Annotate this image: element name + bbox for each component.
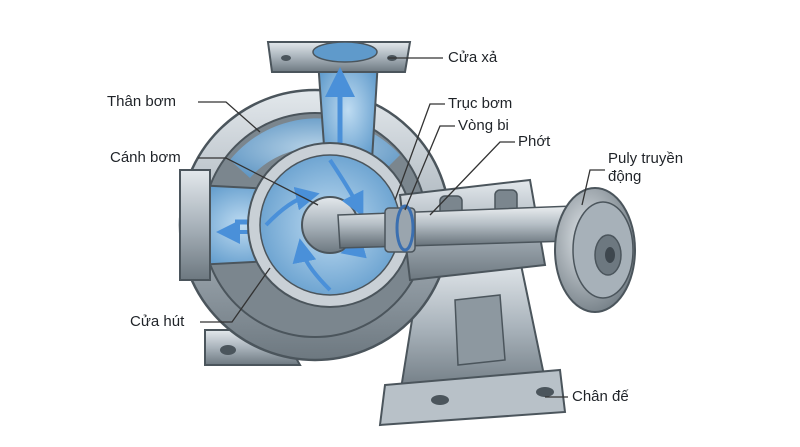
label-vong-bi: Vòng bi — [458, 117, 509, 134]
leader-phot — [429, 141, 515, 216]
label-puly: Puly truyền động — [608, 150, 728, 186]
leader-lines — [198, 57, 605, 398]
leader-truc-bom — [394, 103, 445, 201]
label-than-bom: Thân bơm — [107, 93, 177, 110]
leader-vong-bi — [404, 125, 455, 211]
label-puly-line2: động — [608, 168, 642, 185]
bearing-ring — [395, 204, 415, 252]
label-phot: Phớt — [518, 133, 551, 150]
label-cua-xa: Cửa xả — [448, 49, 498, 66]
label-canh-bom: Cánh bơm — [110, 149, 181, 166]
leader-cua-hut — [200, 267, 271, 323]
label-cua-hut: Cửa hút — [130, 313, 185, 330]
label-truc-bom: Trục bơm — [448, 95, 513, 112]
drive-pulley — [554, 187, 636, 313]
leader-than-bom — [198, 101, 261, 133]
leader-puly — [581, 169, 605, 206]
bearing-pedestal — [378, 258, 567, 427]
impeller — [247, 142, 413, 308]
label-chan-de: Chân đế — [572, 388, 629, 405]
leader-canh-bom — [198, 157, 319, 206]
label-puly-line1: Puly truyền — [608, 150, 684, 167]
